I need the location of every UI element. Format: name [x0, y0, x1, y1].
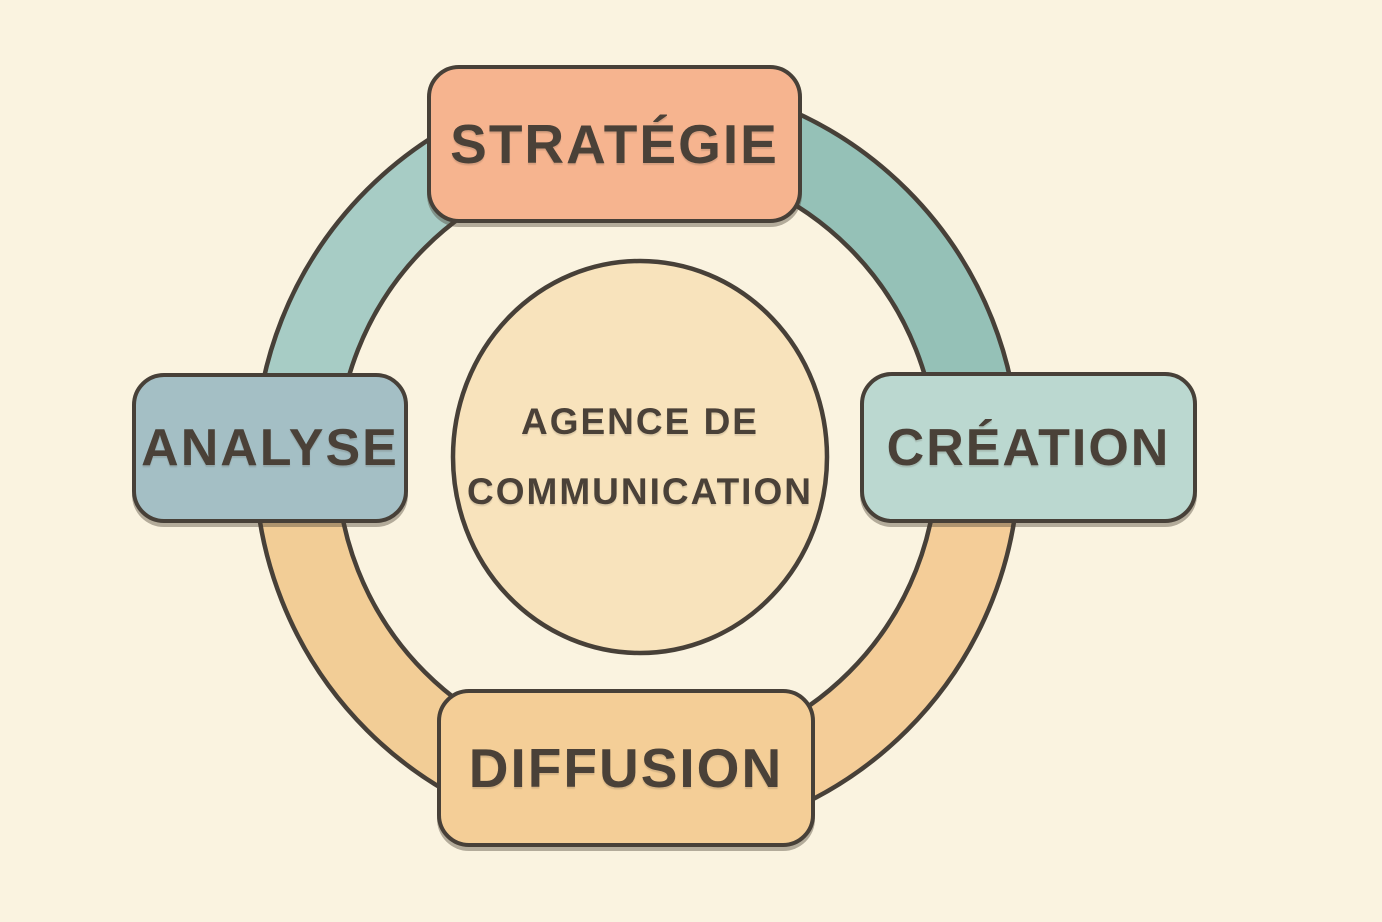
node-creation: CRÉATION [860, 372, 1197, 523]
center-label-line1: AGENCE DE [521, 401, 759, 442]
center-label-line2: COMMUNICATION [467, 471, 813, 512]
center-circle [450, 258, 830, 656]
node-analyse: ANALYSE [132, 373, 408, 523]
node-strategie-label: STRATÉGIE [450, 113, 779, 175]
node-diffusion: DIFFUSION [437, 689, 815, 847]
node-creation-label: CRÉATION [886, 418, 1171, 477]
node-analyse-label: ANALYSE [141, 419, 399, 477]
center-label: AGENCE DE COMMUNICATION [460, 387, 820, 527]
node-strategie: STRATÉGIE [427, 65, 802, 223]
node-diffusion-label: DIFFUSION [468, 737, 784, 799]
